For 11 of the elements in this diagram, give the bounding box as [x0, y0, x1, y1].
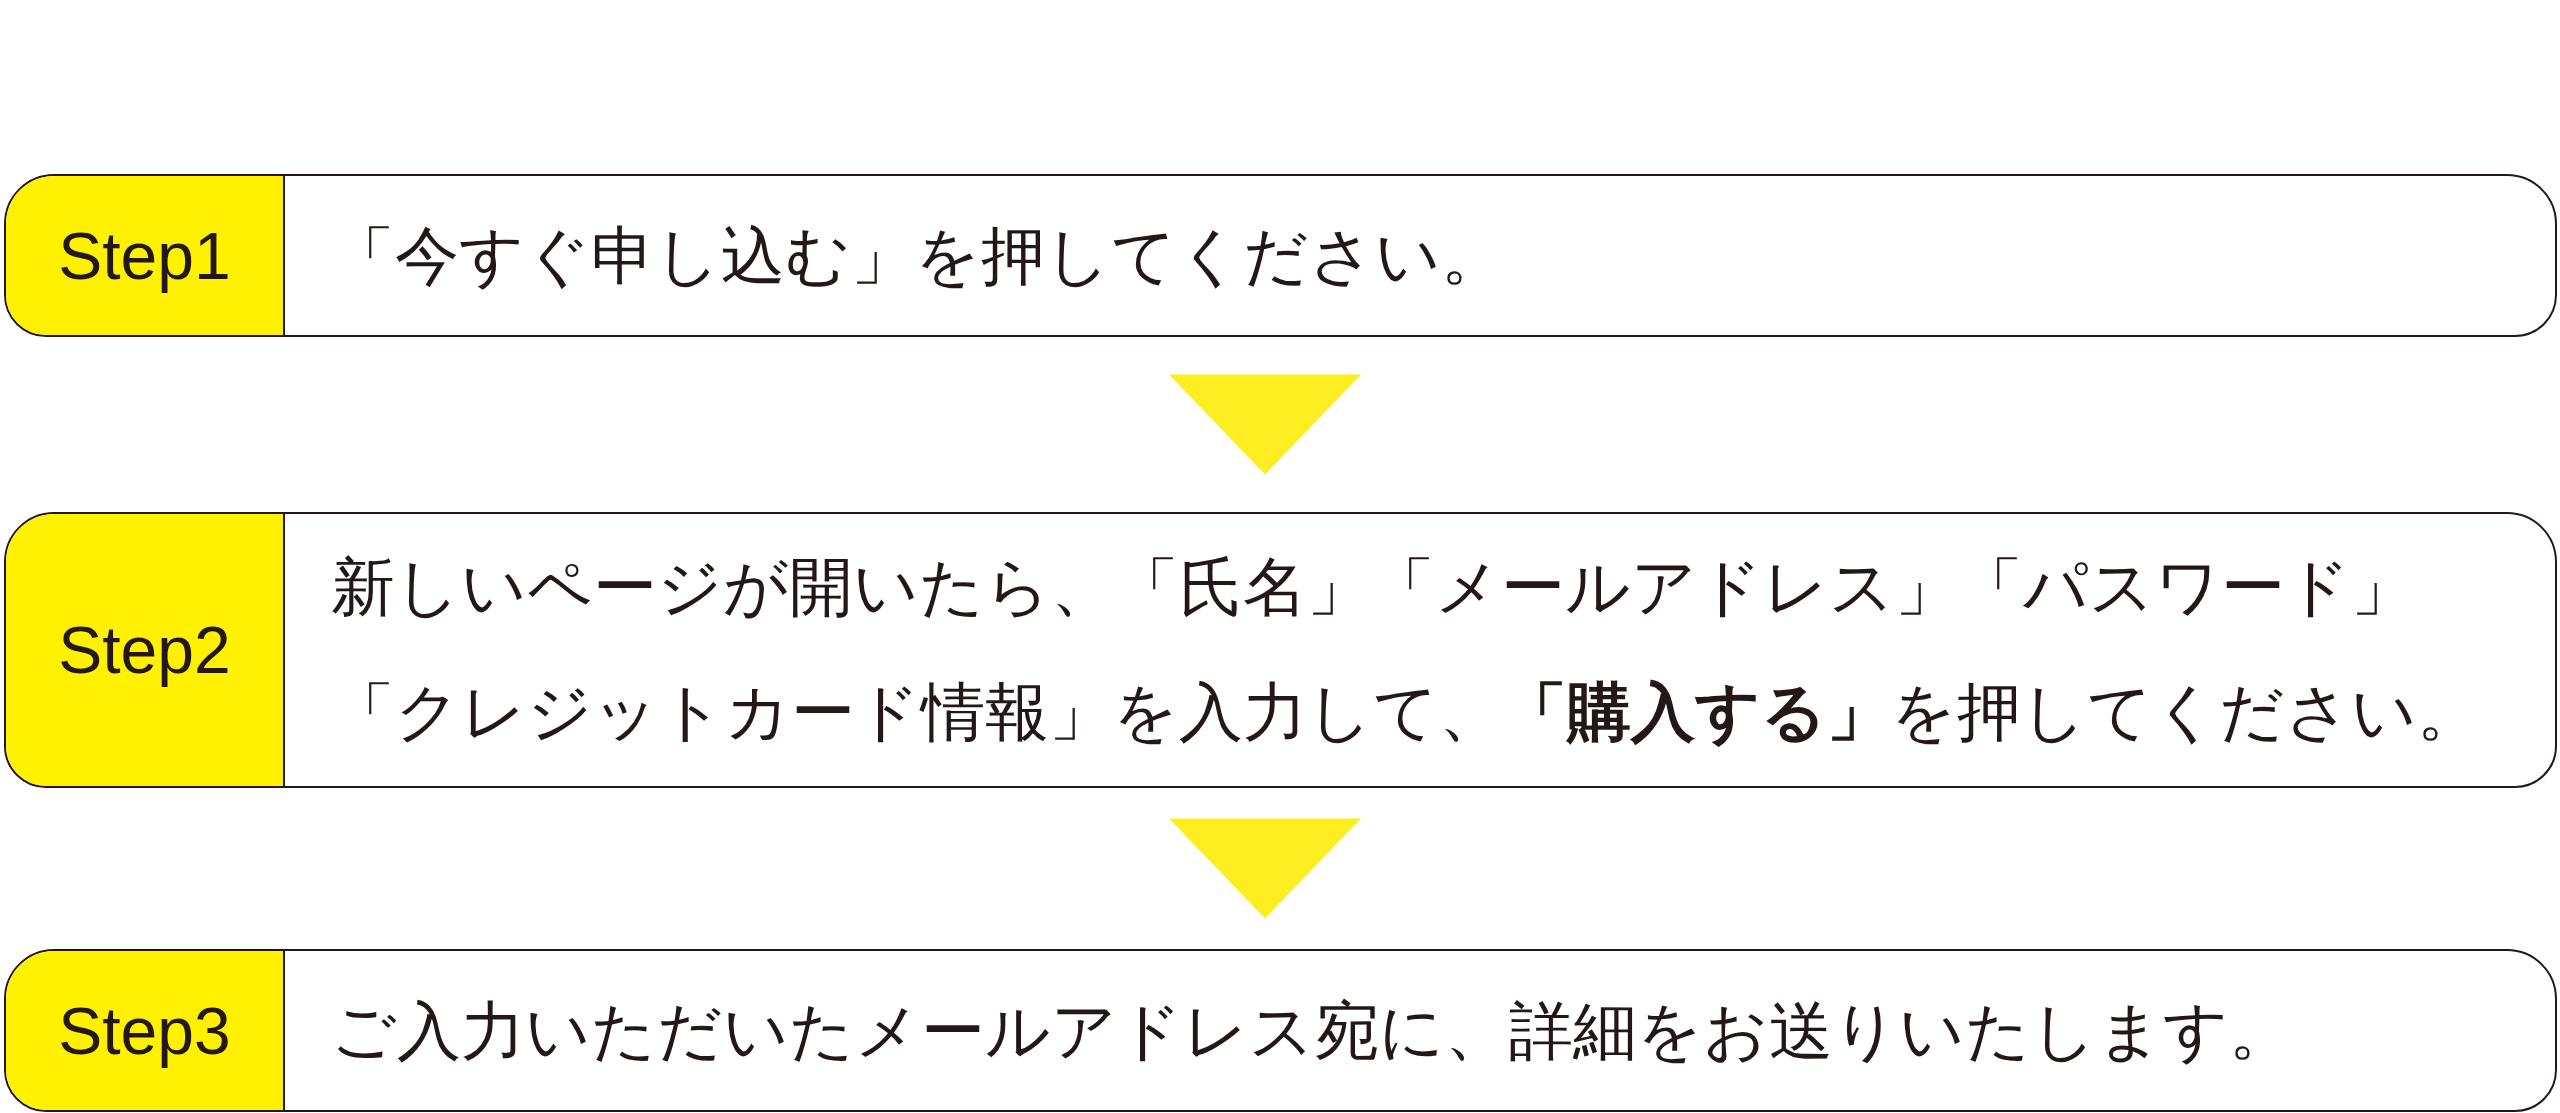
step-instruction: 新しいページが開いたら、「氏名」「メールアドレス」「パスワード」「クレジットカード情報」を入力して、「購入する」を押してください。	[331, 549, 2481, 751]
step-card	[4, 949, 2557, 1112]
step-card	[4, 174, 2557, 337]
arrow	[1169, 818, 1361, 919]
step-label: Step2	[6, 514, 285, 786]
step-card	[4, 512, 2557, 788]
step-label: Step3	[6, 951, 285, 1110]
step-instruction: ご入力いただいたメールアドレス宛に、詳細をお送りいたします。	[331, 992, 2293, 1070]
step-label: Step1	[6, 176, 285, 335]
arrow	[1169, 374, 1361, 475]
step-instruction: 「今すぐ申し込む」を押してください。	[331, 217, 1505, 295]
